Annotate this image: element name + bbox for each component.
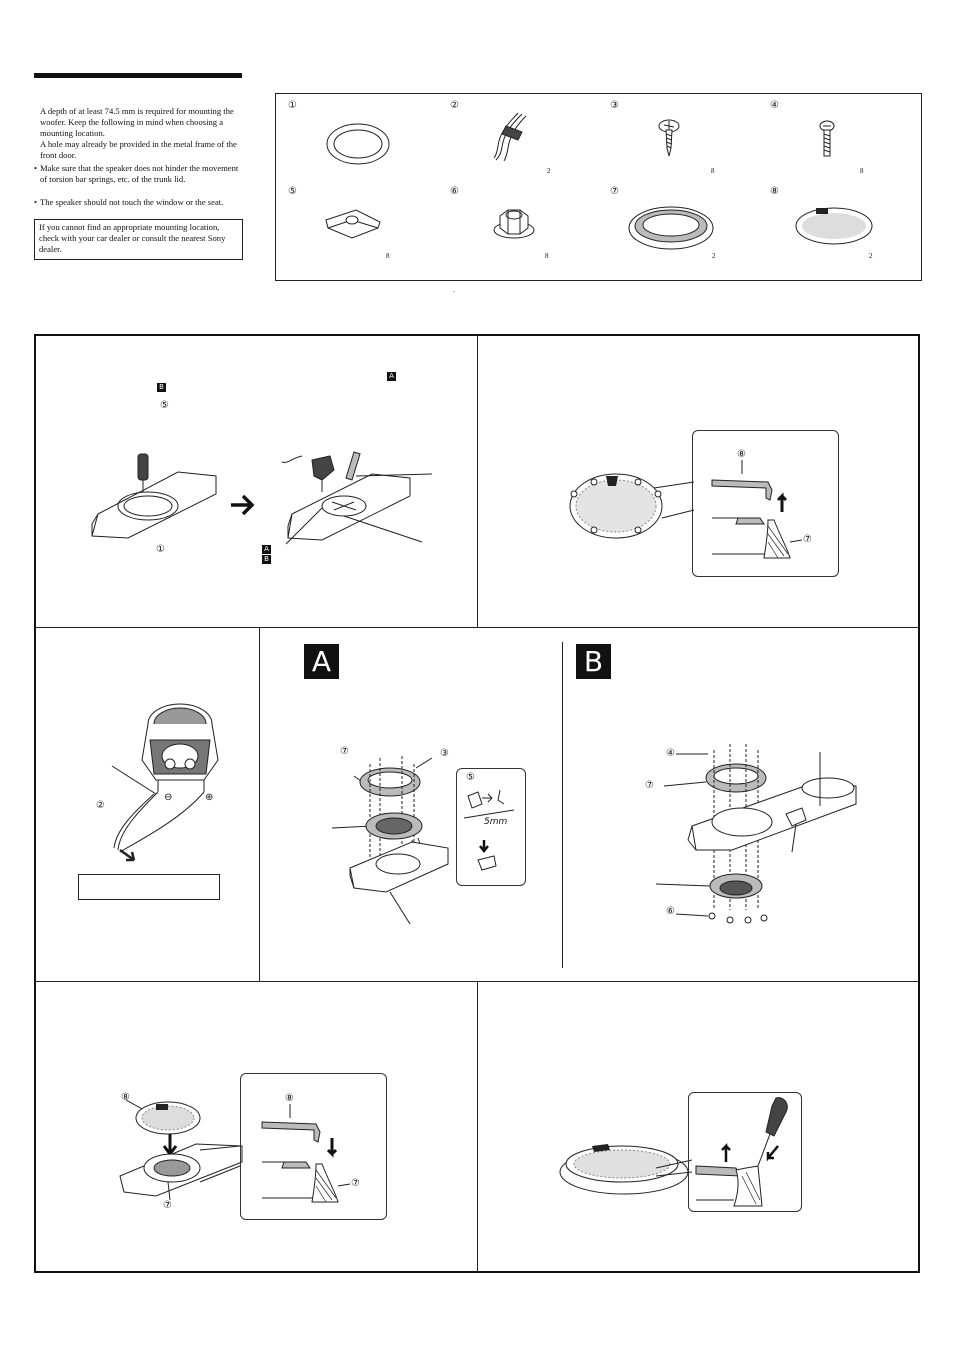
step3-ref-2: ② xyxy=(96,800,105,811)
step5-ref-8a: ⑧ xyxy=(121,1092,130,1103)
step5-ref-8b: ⑧ xyxy=(285,1093,294,1104)
method-b-assembly-illustration xyxy=(655,744,857,924)
part-3-number: ③ xyxy=(610,100,619,111)
notes-boxed-text: If you cannot find an appropriate mounti… xyxy=(39,222,226,254)
part-5-number: ⑤ xyxy=(288,186,297,197)
step5-ref-7a: ⑦ xyxy=(163,1200,172,1211)
method-a-title: A xyxy=(311,645,332,678)
method-b-ref-4: ④ xyxy=(666,748,675,759)
step1-badge-b: B xyxy=(157,383,166,392)
part-1-number: ① xyxy=(288,100,297,111)
part-7-number: ⑦ xyxy=(610,186,619,197)
part-8-number: ⑧ xyxy=(770,186,779,197)
step2-ref-7: ⑦ xyxy=(803,534,812,545)
step2-detail-callout xyxy=(692,430,839,577)
method-a-ref-7: ⑦ xyxy=(340,746,349,757)
header-rule xyxy=(34,73,242,78)
step3-speaker-wiring-illustration xyxy=(111,703,219,862)
step3-empty-label-box xyxy=(78,874,220,900)
part-4-qty: 8 xyxy=(860,167,864,175)
method-b-title: B xyxy=(583,645,604,678)
divider-horizontal-1 xyxy=(35,627,919,628)
step6-grille-removal-illustration xyxy=(559,1144,693,1195)
step1-ref-1: ① xyxy=(156,544,165,555)
notes-paragraph-1: A depth of at least 74.5 mm is required … xyxy=(40,106,234,138)
parts-list xyxy=(275,93,922,281)
step2-callout-lines xyxy=(653,481,695,519)
step6-detail-callout xyxy=(688,1092,802,1212)
part-5-qty: 8 xyxy=(386,252,390,260)
part-2-number: ② xyxy=(450,100,459,111)
part-3-qty: 8 xyxy=(711,167,715,175)
method-a-ref-5: ⑤ xyxy=(466,772,475,783)
step1-label-b: B xyxy=(262,555,271,564)
method-a-spring-nut-detail xyxy=(463,789,515,871)
notes-boxed-tip: If you cannot find an appropriate mounti… xyxy=(34,219,243,260)
machine-screw-icon xyxy=(819,120,835,157)
hex-nut-icon xyxy=(493,209,535,239)
part-2-qty: 2 xyxy=(547,167,551,175)
step1-drilling-illustration xyxy=(281,451,433,545)
part-7-qty: 2 xyxy=(712,252,716,260)
speaker-cord-icon xyxy=(493,112,527,162)
template-gasket-icon xyxy=(326,123,390,165)
notes-bullet-2: The speaker should not touch the window … xyxy=(34,197,242,208)
notes-bullet-1: Make sure that the speaker does not hind… xyxy=(34,163,242,185)
grille-icon xyxy=(795,207,873,245)
method-b-ref-7: ⑦ xyxy=(645,780,654,791)
step5-callout-lines xyxy=(199,1145,241,1183)
divider-vertical-bottom xyxy=(477,982,478,1272)
tapping-screw-icon xyxy=(658,119,680,157)
mounting-bracket-icon xyxy=(628,206,714,250)
method-a-dim-label: 5mm xyxy=(484,817,508,827)
step5-grille-mount-illustration xyxy=(119,1099,243,1201)
step1-ref-5: ⑤ xyxy=(160,400,169,411)
part-6-qty: 8 xyxy=(545,252,549,260)
divider-horizontal-2 xyxy=(35,981,919,982)
step1-marking-illustration xyxy=(91,453,217,539)
step5-detail-callout xyxy=(240,1073,387,1220)
method-a-assembly-illustration xyxy=(331,756,449,925)
divider-thin-ab xyxy=(562,642,563,968)
step2-grille-illustration xyxy=(569,473,663,539)
method-a-badge: A xyxy=(304,644,339,679)
step1-badge-a: A xyxy=(387,372,396,381)
step2-detail-illustration xyxy=(711,460,803,559)
arrow-right-icon xyxy=(231,494,255,516)
step3-minus-label: ⊖ xyxy=(164,792,173,803)
step5-detail-illustration xyxy=(261,1104,351,1203)
method-b-badge: B xyxy=(576,644,611,679)
screwdriver-icon xyxy=(695,1097,788,1207)
method-a-spring-nut-callout xyxy=(456,768,526,886)
divider-vertical-mid xyxy=(259,628,260,982)
method-b-ref-6: ⑥ xyxy=(666,906,675,917)
spring-nut-icon xyxy=(325,209,381,239)
notes-paragraph-2: A hole may already be provided in the me… xyxy=(40,139,237,160)
part-8-qty: 2 xyxy=(869,252,873,260)
step2-ref-8: ⑧ xyxy=(737,449,746,460)
step3-plus-label: ⊕ xyxy=(205,792,214,803)
stray-dot: . xyxy=(453,286,455,294)
part-4-number: ④ xyxy=(770,100,779,111)
step1-label-a: A xyxy=(262,545,271,554)
step5-ref-7b: ⑦ xyxy=(351,1178,360,1189)
method-a-ref-3: ③ xyxy=(440,748,449,759)
divider-vertical-top xyxy=(477,335,478,628)
part-6-number: ⑥ xyxy=(450,186,459,197)
